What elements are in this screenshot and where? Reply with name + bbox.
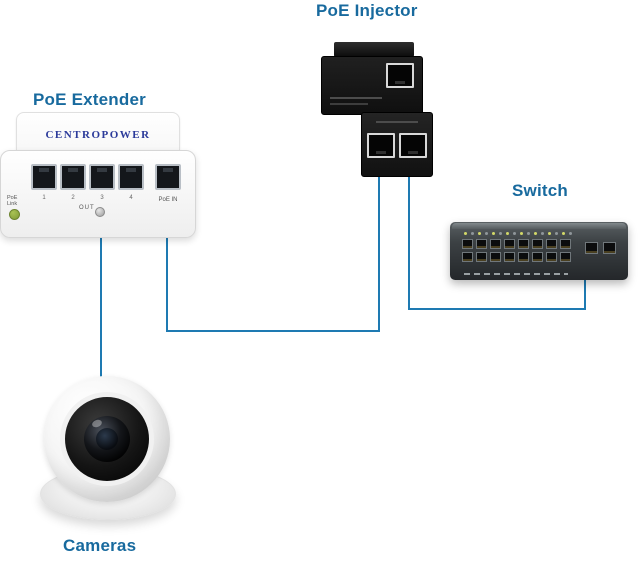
injector-print-line: [330, 97, 382, 99]
ext-port-4: [118, 164, 144, 190]
led-12: [541, 232, 544, 235]
led-1: [464, 232, 467, 235]
sw-port-11: [490, 252, 501, 262]
switch-print-line: [464, 273, 568, 275]
ext-port-in-1: [155, 164, 181, 190]
sw-port-1: [462, 239, 473, 249]
ext-port-3: [89, 164, 115, 190]
switch-port-grid: [462, 239, 571, 262]
extender-screw: [95, 207, 105, 217]
ext-port-1: [31, 164, 57, 190]
led-15: [562, 232, 565, 235]
sw-port-3: [490, 239, 501, 249]
led-10: [527, 232, 530, 235]
sw-port-10: [476, 252, 487, 262]
injector-print-line: [330, 103, 368, 105]
extender-out-label: OUT: [79, 205, 95, 211]
sw-port-16: [560, 252, 571, 262]
inj-port-2: [399, 133, 427, 158]
cable-extender-to-injector-vertical-2: [378, 175, 380, 332]
inj-port-1: [386, 63, 414, 88]
cable-injector-to-switch-horizontal: [408, 308, 586, 310]
sw-port-12: [504, 252, 515, 262]
cameras-heading: Cameras: [63, 536, 137, 555]
extender-port-number: 1: [42, 195, 46, 201]
cable-extender-to-camera: [100, 236, 102, 378]
cable-extender-to-injector-horizontal: [166, 330, 380, 332]
extender-poe-link-label: PoE Link: [7, 195, 18, 208]
extender-port-number: 4: [129, 195, 133, 201]
led-11: [534, 232, 537, 235]
led-14: [555, 232, 558, 235]
led-6: [499, 232, 502, 235]
injector-lower-port-group: [367, 133, 427, 158]
extender-poe-in-port-group: [155, 164, 181, 190]
injector-upper-port-group: [386, 63, 414, 88]
sw-port-15: [546, 252, 557, 262]
injector-top-lid: [334, 42, 414, 57]
extender-port-number: 2: [71, 195, 75, 201]
sw-port-5: [518, 239, 529, 249]
led-7: [506, 232, 509, 235]
cable-extender-to-injector-vertical-1: [166, 236, 168, 332]
led-4: [485, 232, 488, 235]
sw-port-8: [560, 239, 571, 249]
injector-upper-unit: [321, 56, 423, 115]
led-5: [492, 232, 495, 235]
cable-injector-to-switch-vertical-2: [584, 280, 586, 310]
led-9: [520, 232, 523, 235]
led-3: [478, 232, 481, 235]
extender-heading: PoE Extender: [33, 90, 146, 109]
cable-injector-to-switch-vertical-1: [408, 175, 410, 310]
sw-port-7: [546, 239, 557, 249]
sw-port-2: [476, 239, 487, 249]
extender-brand-text: CENTROPOWER: [45, 129, 151, 141]
extender-poe-in-label: PoE IN: [158, 197, 178, 203]
extender-device: 1 2 3 4 PoE Link OUT PoE IN: [0, 150, 196, 238]
switch-uplink-port-group: [585, 242, 616, 254]
sw-uplink-2: [603, 242, 616, 254]
extender-ground-screw: [9, 209, 20, 220]
extender-port-number: 3: [100, 195, 104, 201]
inj-port-1: [367, 133, 395, 158]
led-13: [548, 232, 551, 235]
injector-heading: PoE Injector: [316, 1, 418, 20]
extender-out-port-group: [31, 164, 144, 190]
sw-uplink-1: [585, 242, 598, 254]
injector-lower-unit: [361, 112, 433, 177]
ext-port-2: [60, 164, 86, 190]
sw-port-9: [462, 252, 473, 262]
led-8: [513, 232, 516, 235]
switch-heading: Switch: [512, 181, 568, 200]
extender-port-numbers: 1 2 3 4: [31, 195, 147, 201]
camera-lens-pupil: [96, 428, 118, 450]
switch-led-row: [464, 232, 572, 235]
sw-port-13: [518, 252, 529, 262]
sw-port-4: [504, 239, 515, 249]
switch-device: [450, 222, 628, 280]
injector-print-line: [376, 121, 418, 123]
led-16: [569, 232, 572, 235]
sw-port-6: [532, 239, 543, 249]
sw-port-14: [532, 252, 543, 262]
led-2: [471, 232, 474, 235]
